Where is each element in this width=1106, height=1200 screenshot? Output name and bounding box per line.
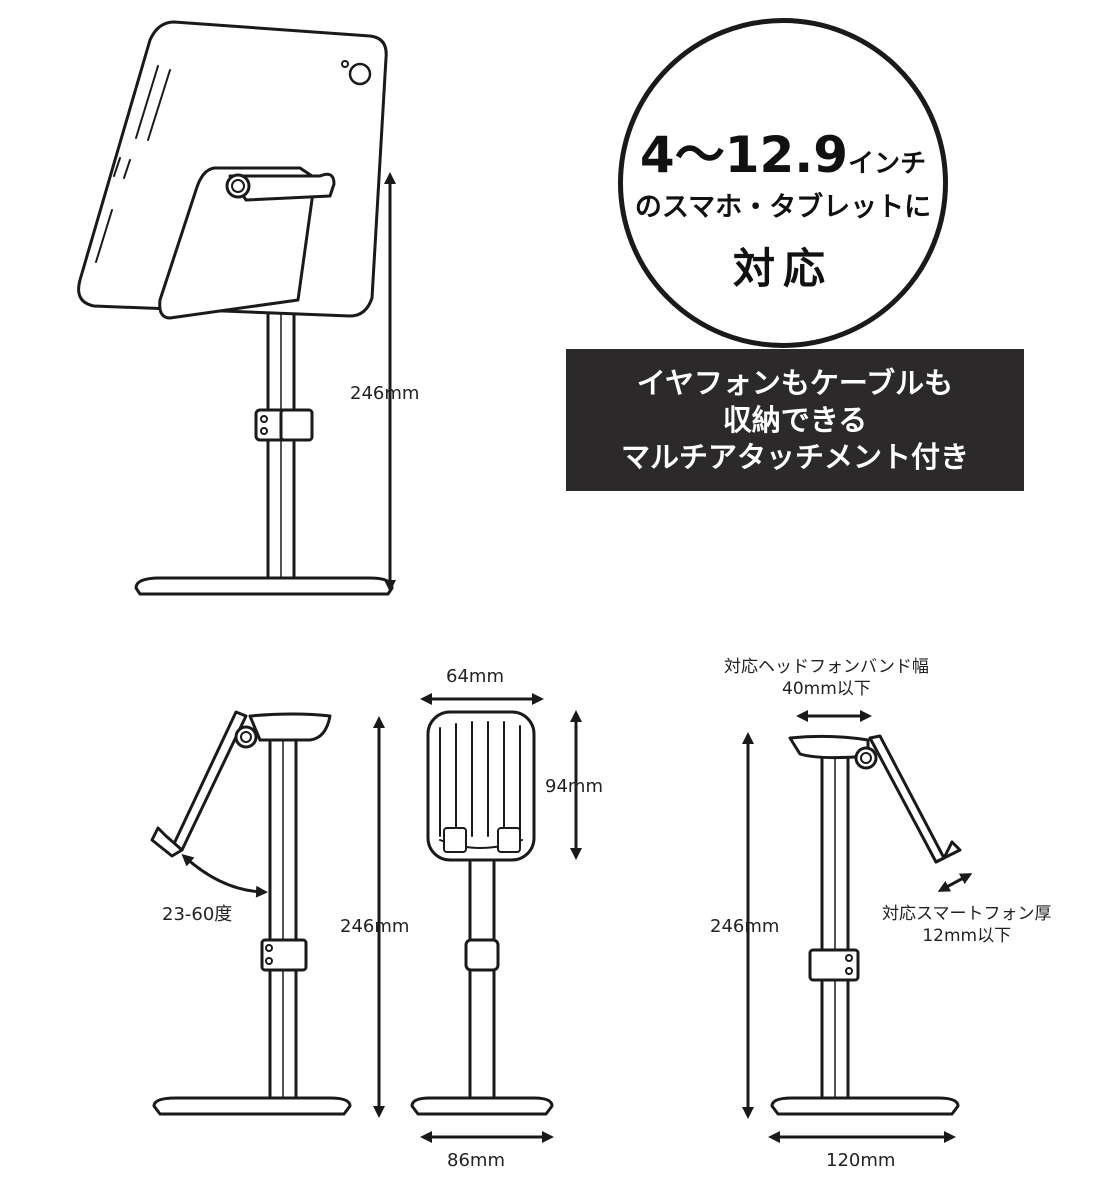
front-base-width-label: 86mm [447,1150,505,1171]
phone-thickness-note: 対応スマートフォン厚 12mm以下 [882,903,1052,947]
badge-size-unit: インチ [848,149,927,179]
feature-line-3: マルチアタッチメント付き [620,440,969,474]
badge-size-number: 4～12.9 [639,126,849,184]
front-view-drawing [410,693,582,1143]
compatibility-badge: 4～12.9インチ のスマホ・タブレットに 対応 [618,18,948,348]
badge-device-text: のスマホ・タブレットに [634,192,932,223]
feature-banner: イヤフォンもケーブルも 収納できる マルチアタッチメント付き [566,349,1024,491]
headphone-note-limit: 40mm以下 [782,679,871,699]
angle-label: 23-60度 [162,904,233,925]
phone-note-title: 対応スマートフォン厚 [882,904,1052,924]
front-holder-height-label: 94mm [545,776,603,797]
back-base-width-label: 120mm [826,1150,896,1171]
side-view-drawing [150,710,385,1118]
badge-compatible-text: 対応 [732,244,833,293]
back-height-label: 246mm [710,916,780,937]
feature-line-1: イヤフォンもケーブルも [636,366,954,400]
headphone-note: 対応ヘッドフォンバンド幅 40mm以下 [724,656,929,700]
headphone-note-title: 対応ヘッドフォンバンド幅 [724,657,929,677]
front-holder-width-label: 64mm [446,666,504,687]
badge-size-range: 4～12.9インチ [623,115,943,187]
feature-line-2: 収納できる [722,403,868,437]
back-view-drawing [742,710,973,1143]
top-height-label: 246mm [350,383,420,404]
phone-note-limit: 12mm以下 [922,926,1012,946]
side-height-label: 246mm [340,916,410,937]
stand-with-tablet-drawing [77,20,396,596]
